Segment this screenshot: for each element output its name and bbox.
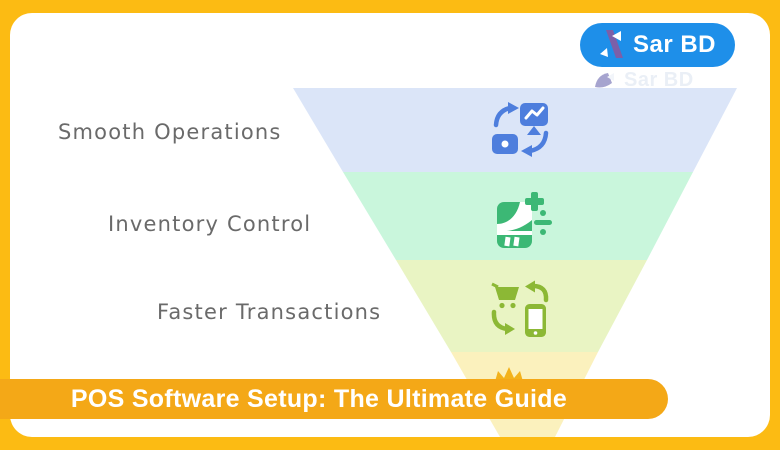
- title-banner: POS Software Setup: The Ultimate Guide: [0, 379, 668, 419]
- brand-logo-badge: Sar BD: [580, 23, 735, 67]
- inventory-calc-icon: [488, 190, 552, 254]
- page-title: POS Software Setup: The Ultimate Guide: [70, 384, 568, 413]
- brand-mark-icon: [599, 28, 629, 62]
- brand-watermark-swoosh-icon: [594, 69, 620, 91]
- brand-logo-text: Sar BD: [632, 31, 717, 58]
- funnel-level-1-band: [293, 88, 737, 172]
- funnel-label-faster-transactions: Faster Transactions: [157, 300, 382, 324]
- funnel-level-3-band: [396, 260, 647, 352]
- content-card: Smooth Operations Inventory Control Fast…: [10, 13, 770, 437]
- cart-phone-exchange-icon: [488, 279, 552, 343]
- funnel-label-smooth-operations: Smooth Operations: [58, 120, 282, 144]
- funnel-label-inventory-control: Inventory Control: [108, 212, 312, 236]
- brand-watermark-text: Sar BD: [624, 68, 694, 91]
- brand-watermark: Sar BD: [594, 65, 694, 95]
- sync-devices-icon: [488, 98, 552, 162]
